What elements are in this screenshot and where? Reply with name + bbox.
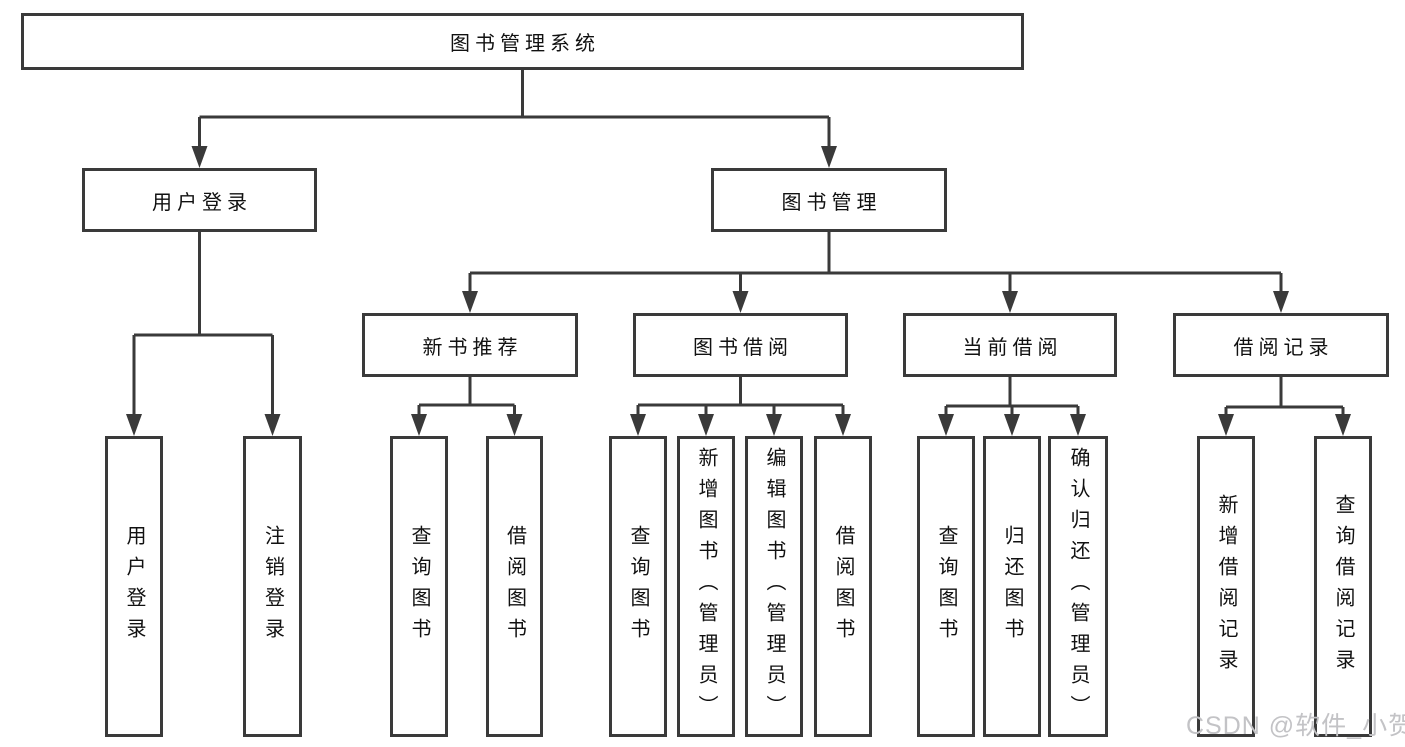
node-user-login-module: 用户登录 bbox=[82, 168, 317, 232]
node-label: 用户登录 bbox=[123, 524, 145, 649]
node-query-books-recommend: 查询图书 bbox=[390, 436, 448, 737]
node-edit-books-admin: 编辑图书（管理员） bbox=[745, 436, 803, 737]
node-label: 查询图书 bbox=[935, 524, 957, 649]
node-add-borrow-record: 新增借阅记录 bbox=[1197, 436, 1255, 737]
node-label: 新书推荐 bbox=[422, 336, 523, 359]
node-label: 新增借阅记录 bbox=[1215, 493, 1237, 680]
node-query-books-current: 查询图书 bbox=[917, 436, 975, 737]
node-label: 编辑图书（管理员） bbox=[763, 447, 785, 726]
node-borrowing-records: 借阅记录 bbox=[1173, 313, 1389, 377]
node-label: 新增图书（管理员） bbox=[695, 447, 717, 726]
connector-line-path bbox=[132, 70, 1345, 420]
node-query-books-borrowing: 查询图书 bbox=[609, 436, 667, 737]
node-new-book-recommendation: 新书推荐 bbox=[362, 313, 578, 377]
node-label: 借阅图书 bbox=[832, 524, 854, 649]
node-confirm-return-admin: 确认归还（管理员） bbox=[1048, 436, 1108, 737]
node-label: 查询借阅记录 bbox=[1332, 493, 1354, 680]
node-label: 当前借阅 bbox=[962, 336, 1063, 359]
node-current-borrowing: 当前借阅 bbox=[903, 313, 1117, 377]
watermark: CSDN @软件_小贺同学 bbox=[1186, 712, 1405, 740]
node-label: 借阅记录 bbox=[1233, 336, 1334, 359]
node-query-borrow-record: 查询借阅记录 bbox=[1314, 436, 1372, 737]
node-label: 用户登录 bbox=[152, 191, 252, 214]
node-borrow-books-borrowing: 借阅图书 bbox=[814, 436, 872, 737]
node-label: 注销登录 bbox=[261, 524, 284, 649]
node-label: 图书借阅 bbox=[693, 336, 793, 359]
node-book-borrowing: 图书借阅 bbox=[633, 313, 848, 377]
node-label: 查询图书 bbox=[408, 524, 430, 649]
node-label: 借阅图书 bbox=[503, 524, 526, 649]
node-label: 归还图书 bbox=[1001, 524, 1023, 649]
node-user-login-action: 用户登录 bbox=[105, 436, 163, 737]
node-label: 确认归还（管理员） bbox=[1067, 447, 1089, 726]
node-logout-action: 注销登录 bbox=[243, 436, 302, 737]
node-library-management-system: 图书管理系统 bbox=[21, 13, 1024, 70]
node-label: 图书管理系统 bbox=[450, 33, 600, 55]
node-book-management-module: 图书管理 bbox=[711, 168, 947, 232]
node-add-books-admin: 新增图书（管理员） bbox=[677, 436, 735, 737]
node-return-books: 归还图书 bbox=[983, 436, 1041, 737]
node-borrow-books-recommend: 借阅图书 bbox=[486, 436, 543, 737]
node-label: 图书管理 bbox=[781, 191, 882, 214]
node-label: 查询图书 bbox=[627, 524, 649, 649]
arrowheads bbox=[126, 146, 1351, 436]
